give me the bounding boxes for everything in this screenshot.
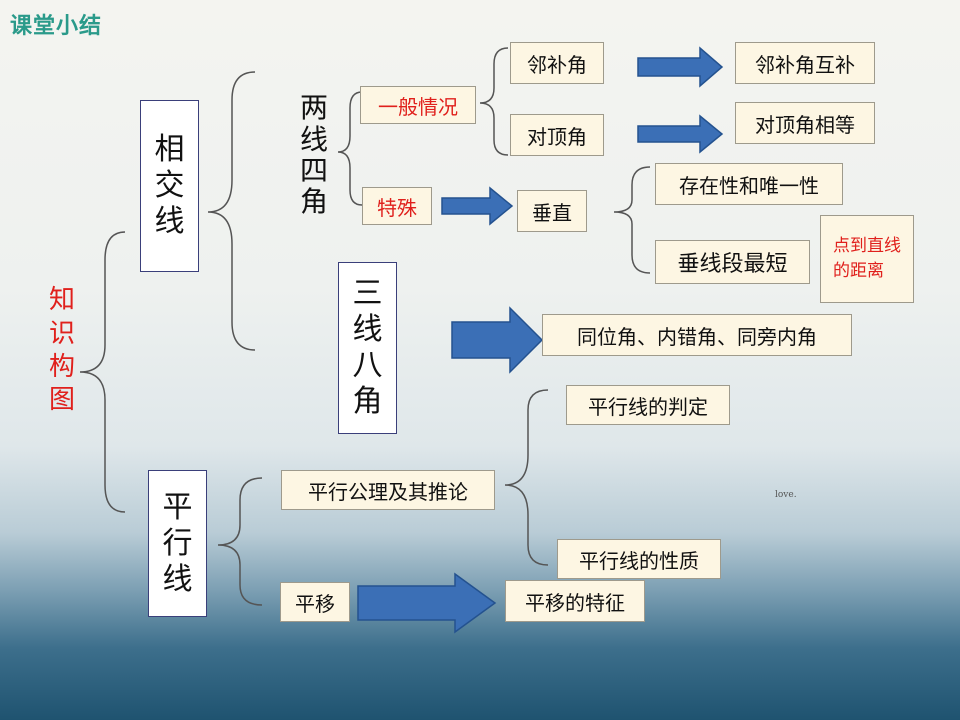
chuizhi-brace — [613, 166, 651, 274]
root-label: 知识构图 — [48, 285, 75, 416]
arrow-duidingjiao — [637, 114, 724, 154]
node-chuixianduan-zuiduan: 垂线段最短 — [655, 240, 810, 284]
slide-title: 课堂小结 — [10, 14, 103, 39]
node-pingxing-gongli: 平行公理及其推论 — [281, 470, 495, 510]
root-brace — [79, 231, 126, 513]
yiban-brace — [479, 47, 509, 156]
node-dian-dao-zhixian: 点到直线的距离 — [820, 215, 914, 303]
watermark-text: love. — [775, 490, 797, 500]
arrow-linbujiao — [637, 46, 724, 88]
node-linbujiao-huubu: 邻补角互补 — [735, 42, 875, 84]
arrow-sanxian — [451, 306, 544, 374]
arrow-pingyi — [357, 572, 497, 634]
liangxian-brace — [337, 91, 363, 206]
node-pingyi: 平移 — [280, 582, 350, 622]
node-cunzai-weiyi: 存在性和唯一性 — [655, 163, 843, 205]
pingxingxian-brace — [217, 477, 263, 606]
node-duidingjiao: 对顶角 — [510, 114, 604, 156]
gongli-brace — [504, 389, 549, 566]
xiangjiaoxian-brace — [207, 71, 256, 351]
node-pingyi-tezheng: 平移的特征 — [505, 580, 645, 622]
node-duidingjiao-xiangdeng: 对顶角相等 — [735, 102, 875, 144]
node-teshu: 特殊 — [362, 187, 432, 225]
node-linbujiao: 邻补角 — [510, 42, 604, 84]
node-liangxian-sijiao: 两线四角 — [299, 91, 328, 219]
node-pingxingxian: 平行线 — [148, 470, 207, 617]
node-yiban-qingkuang: 一般情况 — [360, 86, 476, 124]
node-sanxian-bajiao: 三线八角 — [338, 262, 397, 434]
node-chuizhi: 垂直 — [517, 190, 587, 232]
node-pingxing-xingzhi: 平行线的性质 — [557, 539, 721, 579]
node-tongweijiao: 同位角、内错角、同旁内角 — [542, 314, 852, 356]
node-xiangjiaoxian: 相交线 — [140, 100, 199, 272]
node-pingxing-panding: 平行线的判定 — [566, 385, 730, 425]
arrow-teshu — [441, 186, 514, 226]
